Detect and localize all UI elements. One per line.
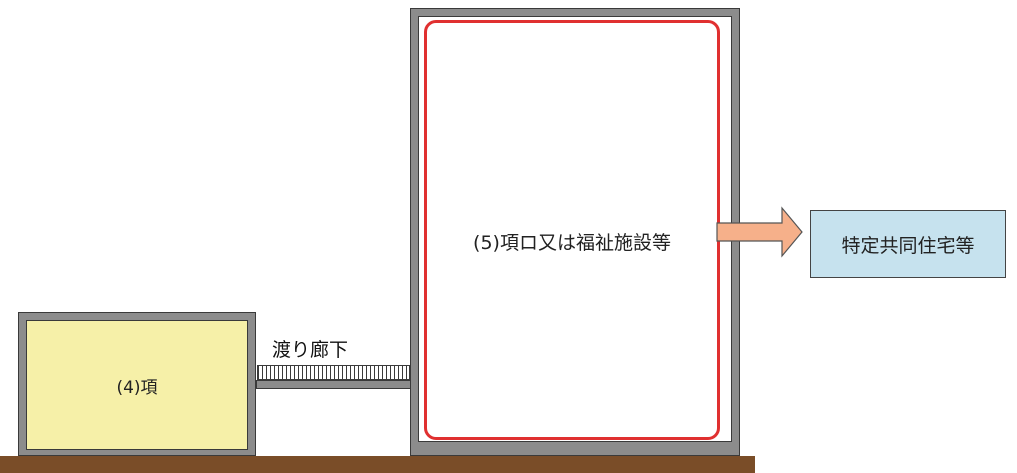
right-arrow-icon bbox=[716, 206, 803, 258]
building-4-interior bbox=[26, 320, 248, 450]
ground bbox=[0, 456, 755, 473]
target-classification-box: 特定共同住宅等 bbox=[810, 210, 1006, 278]
building-4-label: (4)項 bbox=[116, 377, 158, 398]
building-5-label: (5)項ロ又は福祉施設等 bbox=[473, 231, 671, 254]
corridor-label: 渡り廊下 bbox=[272, 339, 349, 361]
building-5-interior bbox=[418, 16, 732, 442]
corridor-railing bbox=[257, 365, 410, 380]
corridor-slab bbox=[256, 380, 412, 389]
